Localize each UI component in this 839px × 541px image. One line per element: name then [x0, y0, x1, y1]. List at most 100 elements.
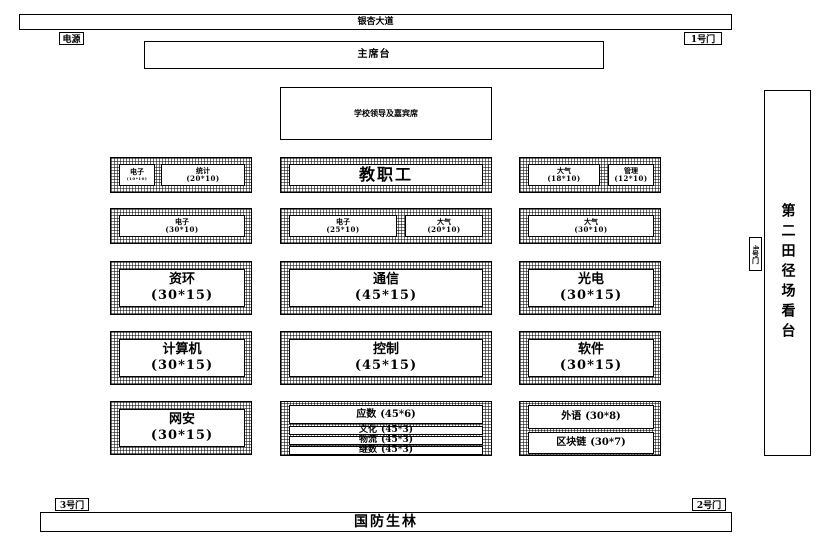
seat-block: 大气 (18*10)	[528, 164, 600, 186]
seat-block: 通信 (45*15)	[289, 269, 483, 307]
seat-block: 大气 (20*10)	[405, 215, 483, 237]
block-name: 控制	[372, 342, 399, 358]
seat-block: 电子 (10*10)	[119, 164, 155, 186]
block-dim: (20*10)	[427, 225, 461, 234]
block-name: 光电	[577, 272, 604, 288]
vip-seating: 学校领导及嘉宾席	[280, 87, 492, 140]
block-dim: (30*10)	[165, 225, 199, 234]
block-group-g13: 网安 (30*15)	[110, 401, 252, 455]
gate-3-text: 3号门	[59, 501, 85, 511]
seat-block: 网安 (30*15)	[119, 409, 245, 447]
block-group-g10: 计算机 (30*15)	[110, 331, 252, 385]
seat-block: 区块链 (30*7)	[528, 432, 654, 454]
block-dim: (30*15)	[559, 288, 623, 303]
gate-3-label: 3号门	[55, 498, 89, 511]
block-group-g12: 软件 (30*15)	[519, 331, 661, 385]
gate-4-label: 4号门	[749, 237, 762, 271]
block-name: 电子	[130, 167, 144, 177]
power-text: 电源	[62, 35, 81, 45]
block-name: 电子	[336, 216, 350, 226]
podium: 主席台	[144, 41, 604, 69]
block-dim: (30*15)	[559, 358, 623, 373]
seat-block: 外语 (30*8)	[528, 405, 654, 429]
gate-4-text: 4号门	[751, 244, 761, 264]
block-name: 外语	[561, 411, 582, 422]
road-top-label: 银杏大道	[357, 16, 394, 27]
block-dim: (30*7)	[590, 437, 626, 448]
block-dim: (30*8)	[585, 411, 621, 422]
gate-1-text: 1号门	[690, 35, 716, 45]
block-name: 大气	[437, 216, 451, 226]
block-dim: (12*10)	[614, 174, 648, 183]
seat-block: 管理 (12*10)	[608, 164, 654, 186]
podium-label: 主席台	[357, 49, 391, 61]
block-name: 大气	[557, 165, 571, 175]
power-label: 电源	[59, 32, 84, 45]
block-name: 软件	[577, 342, 604, 358]
block-dim: (30*10)	[574, 225, 608, 234]
block-name: 应数	[356, 408, 377, 420]
block-dim: (25*10)	[326, 225, 360, 234]
road-bottom: 国防生林	[40, 512, 732, 532]
block-dim: (45*3)	[381, 445, 414, 456]
block-name: 统计	[196, 165, 210, 175]
block-group-g7: 资环 (30*15)	[110, 261, 252, 315]
road-bottom-label: 国防生林	[354, 513, 418, 530]
seat-block: 资环 (30*15)	[119, 269, 245, 307]
block-group-g5: 电子 (25*10) 大气 (20*10)	[280, 208, 492, 244]
block-name: 大气	[584, 216, 598, 226]
block-group-g6: 大气 (30*10)	[519, 208, 661, 244]
block-name: 文化	[358, 425, 377, 436]
block-dim: (30*15)	[150, 288, 214, 303]
seat-block: 控制 (45*15)	[289, 339, 483, 377]
block-group-g14: 应数 (45*6) 文化 (45*3) 物流 (45*3) 继数 (45*3)	[280, 401, 492, 456]
block-name: 区块链	[556, 437, 587, 448]
seat-block: 物流 (45*3)	[289, 435, 483, 446]
block-group-g3: 大气 (18*10) 管理 (12*10)	[519, 157, 661, 193]
seat-block: 光电 (30*15)	[528, 269, 654, 307]
block-group-g2: 教职工	[280, 157, 492, 193]
block-name: 资环	[168, 272, 195, 288]
block-group-g1: 电子 (10*10) 统计 (20*10)	[110, 157, 252, 193]
seat-block: 教职工	[289, 164, 483, 186]
block-dim: (18*10)	[547, 174, 581, 183]
gate-1-label: 1号门	[684, 32, 722, 45]
block-dim: (30*15)	[150, 358, 214, 373]
block-name: 教职工	[358, 165, 413, 185]
seat-block: 应数 (45*6)	[289, 405, 483, 424]
block-group-g11: 控制 (45*15)	[280, 331, 492, 385]
block-name: 管理	[624, 165, 638, 175]
block-dim: (30*15)	[150, 428, 214, 443]
seat-block: 统计 (20*10)	[161, 164, 245, 186]
seat-block: 电子 (25*10)	[289, 215, 397, 237]
stand-label: 第二田径场看台	[779, 203, 796, 343]
block-name: 通信	[372, 272, 399, 288]
seat-block: 继数 (45*3)	[289, 445, 483, 456]
block-dim: (45*3)	[381, 435, 414, 446]
seat-block: 电子 (30*10)	[119, 215, 245, 237]
block-name: 网安	[168, 412, 195, 428]
block-group-g4: 电子 (30*10)	[110, 208, 252, 244]
vip-label: 学校领导及嘉宾席	[354, 107, 418, 118]
block-dim: (20*10)	[186, 174, 220, 183]
block-dim: (45*15)	[354, 358, 418, 373]
gate-2-text: 2号门	[696, 501, 722, 511]
block-name: 电子	[175, 216, 189, 226]
block-dim: (45*15)	[354, 288, 418, 303]
seat-block: 大气 (30*10)	[528, 215, 654, 237]
block-group-g15: 外语 (30*8) 区块链 (30*7)	[519, 401, 661, 456]
block-dim: (45*3)	[381, 425, 414, 436]
road-top: 银杏大道	[19, 14, 732, 30]
block-group-g8: 通信 (45*15)	[280, 261, 492, 315]
seat-block: 计算机 (30*15)	[119, 339, 245, 377]
stadium-stand: 第二田径场看台	[764, 90, 811, 456]
block-dim: (10*10)	[126, 175, 148, 181]
gate-2-label: 2号门	[692, 498, 726, 511]
block-name: 继数	[358, 445, 377, 456]
block-name: 物流	[358, 435, 377, 446]
seat-block: 文化 (45*3)	[289, 425, 483, 436]
block-dim: (45*6)	[380, 408, 416, 420]
block-group-g9: 光电 (30*15)	[519, 261, 661, 315]
block-name: 计算机	[162, 342, 202, 358]
seat-block: 软件 (30*15)	[528, 339, 654, 377]
